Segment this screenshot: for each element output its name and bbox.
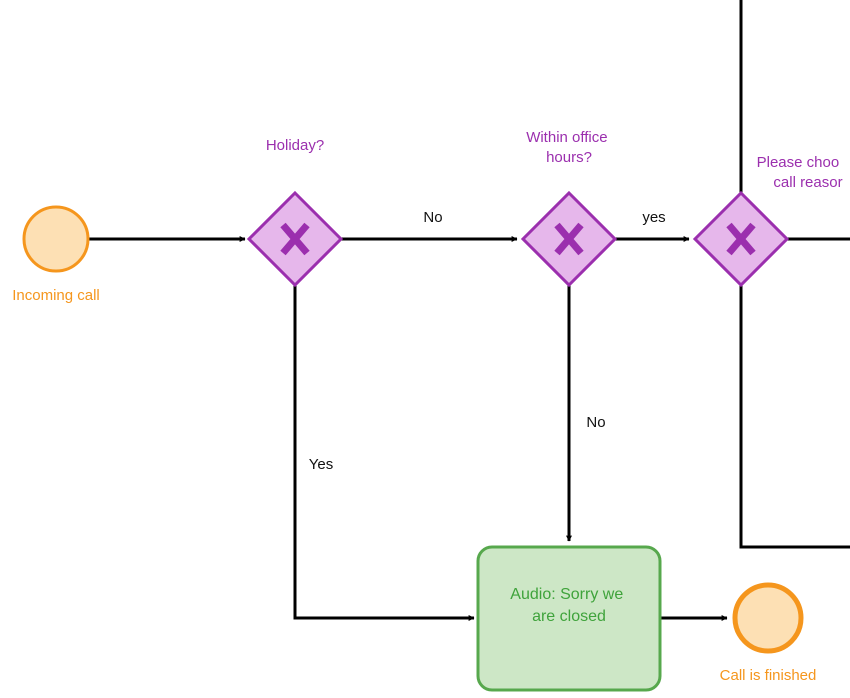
gateway-holiday-label: Holiday? xyxy=(266,137,324,154)
flow-label-holiday-no: No xyxy=(423,209,442,226)
flow-label-holiday-yes: Yes xyxy=(309,456,333,473)
task-closed-audio-label-line-1: Audio: Sorry we xyxy=(510,586,623,603)
flow-reason-down[interactable] xyxy=(739,285,850,549)
sequence-flows xyxy=(89,0,850,621)
flow-label-office-yes: yes xyxy=(642,209,665,226)
task-closed-audio-label: Audio: Sorry we are closed xyxy=(510,586,627,625)
start-event-label: Incoming call xyxy=(12,287,100,304)
start-event[interactable]: Incoming call xyxy=(12,205,100,304)
gateway-holiday[interactable]: Holiday? xyxy=(246,137,344,288)
exclusive-x-icon xyxy=(726,222,756,256)
exclusive-x-icon xyxy=(280,222,310,256)
flow-label-office-no: No xyxy=(586,414,605,431)
gateway-call-reason[interactable]: Please choo call reasor xyxy=(692,154,844,288)
task-closed-audio[interactable]: Audio: Sorry we are closed xyxy=(476,545,662,692)
end-event-circle[interactable] xyxy=(732,582,804,654)
gateway-office-hours-label-line-2: hours? xyxy=(546,149,592,166)
gateway-call-reason-label-line-1: Please choo xyxy=(757,154,840,171)
gateway-office-hours-label-line-1: Within office xyxy=(526,129,607,146)
task-closed-audio-label-line-2: are closed xyxy=(532,608,606,625)
start-event-circle[interactable] xyxy=(22,205,90,273)
end-event-label: Call is finished xyxy=(720,667,817,684)
gateway-holiday-label-line: Holiday? xyxy=(266,137,324,154)
gateway-call-reason-label: Please choo call reasor xyxy=(757,154,844,191)
gateway-call-reason-label-line-2: call reasor xyxy=(773,174,842,191)
gateway-office-hours-label: Within office hours? xyxy=(526,129,612,166)
flow-holiday-yes[interactable] xyxy=(293,285,475,621)
end-event[interactable]: Call is finished xyxy=(720,582,817,684)
task-closed-audio-box[interactable] xyxy=(476,545,662,692)
exclusive-x-icon xyxy=(554,222,584,256)
gateway-office-hours[interactable]: Within office hours? xyxy=(520,129,618,288)
